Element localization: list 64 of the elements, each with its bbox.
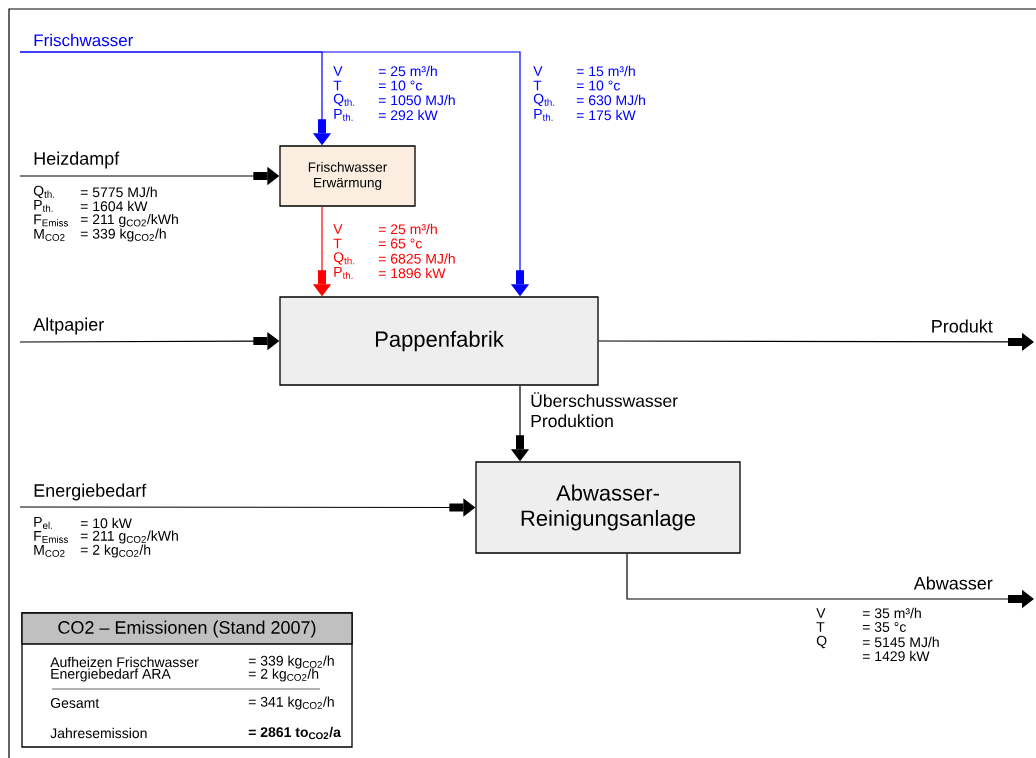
measurement-text: = 175 kW — [576, 109, 636, 121]
edge-label: Altpapier — [33, 317, 104, 335]
measurement-text: P$_{th.}$ — [334, 267, 353, 279]
measurement-text: Q — [816, 635, 827, 649]
measurement-text: = 25 m³/h — [378, 223, 437, 235]
measurement-text: V — [333, 66, 343, 76]
process-box: Pappenfabrik — [279, 296, 599, 386]
edge-label: Frischwasser — [34, 33, 134, 47]
measurement-text: = 1050 MJ/h — [378, 94, 455, 106]
measurement-text: = 10 °c — [576, 80, 620, 91]
measurement-text: T — [816, 622, 825, 632]
process-box: Frischwasser Erwärmung — [279, 145, 416, 207]
measurement-text: M$_{CO2}$ — [34, 545, 65, 557]
measurement-text: = 10 °c — [378, 80, 422, 91]
measurement-text: F$_{Emiss}$ — [34, 531, 69, 543]
measurement-text: = 630 MJ/h — [576, 94, 645, 106]
edge-label: Heizdampf — [34, 151, 120, 169]
measurement-text: = 1604 kW — [80, 200, 148, 212]
emission-value: = 2861 to$_{CO2}$/a — [248, 726, 341, 740]
edge-label: Abwasser — [913, 576, 993, 590]
measurement-text: P$_{th.}$ — [334, 109, 353, 121]
edge-label: Energiebedarf — [34, 483, 147, 501]
emission-label: Jahresemission — [50, 727, 147, 739]
measurement-text: = 65 °c — [378, 238, 422, 249]
emission-label: Gesamt — [50, 698, 100, 708]
measurement-text: V — [816, 608, 826, 618]
measurement-text: = 25 m³/h — [378, 65, 437, 77]
measurement-text: = 1429 kW — [862, 650, 930, 662]
measurement-text: = 2 kg$_{CO2}$/h — [80, 544, 151, 558]
measurement-text: = 339 kg$_{CO2}$/h — [80, 228, 166, 242]
edge-label: Produkt — [932, 319, 993, 333]
measurement-text: = 1896 kW — [378, 267, 446, 279]
table-header: CO2 – Emissionen (Stand 2007) — [21, 612, 353, 645]
measurement-text: = 15 m³/h — [576, 65, 635, 77]
measurement-text: P$_{el.}$ — [34, 517, 52, 529]
measurement-text: Q$_{th.}$ — [333, 93, 355, 107]
measurement-text: = 6825 MJ/h — [378, 253, 455, 264]
measurement-text: M$_{CO2}$ — [34, 229, 65, 241]
measurement-text: = 211 g$_{CO2}$/kWh — [80, 214, 178, 228]
measurement-text: P$_{th.}$ — [34, 200, 53, 212]
emission-value: = 341 kg$_{CO2}$/h — [248, 696, 334, 710]
measurement-text: Q$_{th.}$ — [33, 185, 55, 199]
measurement-text: F$_{Emiss}$ — [34, 214, 69, 227]
emission-label: Energiebedarf ARA — [51, 668, 171, 682]
measurement-text: Q$_{th.}$ — [333, 252, 355, 265]
edge-label: Überschusswasser Produktion — [531, 392, 678, 428]
measurement-text: = 35 °c — [862, 622, 906, 632]
measurement-text: = 292 kW — [378, 109, 438, 121]
emission-value: = 339 kg$_{CO2}$/h — [248, 655, 334, 669]
emission-label: Aufheizen Frischwasser — [50, 656, 199, 668]
measurement-text: T — [533, 80, 542, 91]
measurement-text: T — [333, 80, 342, 91]
measurement-text: = 35 m³/h — [862, 607, 921, 619]
measurement-text: = 5775 MJ/h — [80, 186, 157, 198]
measurement-text: = 211 g$_{CO2}$/kWh — [80, 530, 178, 544]
measurement-text: = 10 kW — [80, 517, 132, 529]
measurement-text: T — [333, 238, 342, 249]
measurement-text: V — [533, 66, 543, 76]
measurement-text: = 5145 MJ/h — [862, 636, 939, 648]
measurement-text: Q$_{th.}$ — [533, 93, 555, 107]
measurement-text: V — [333, 224, 343, 234]
process-box: Abwasser- Reinigungsanlage — [475, 461, 741, 554]
measurement-text: P$_{th.}$ — [534, 109, 553, 121]
emission-value: = 2 kg$_{CO2}$/h — [248, 668, 319, 682]
